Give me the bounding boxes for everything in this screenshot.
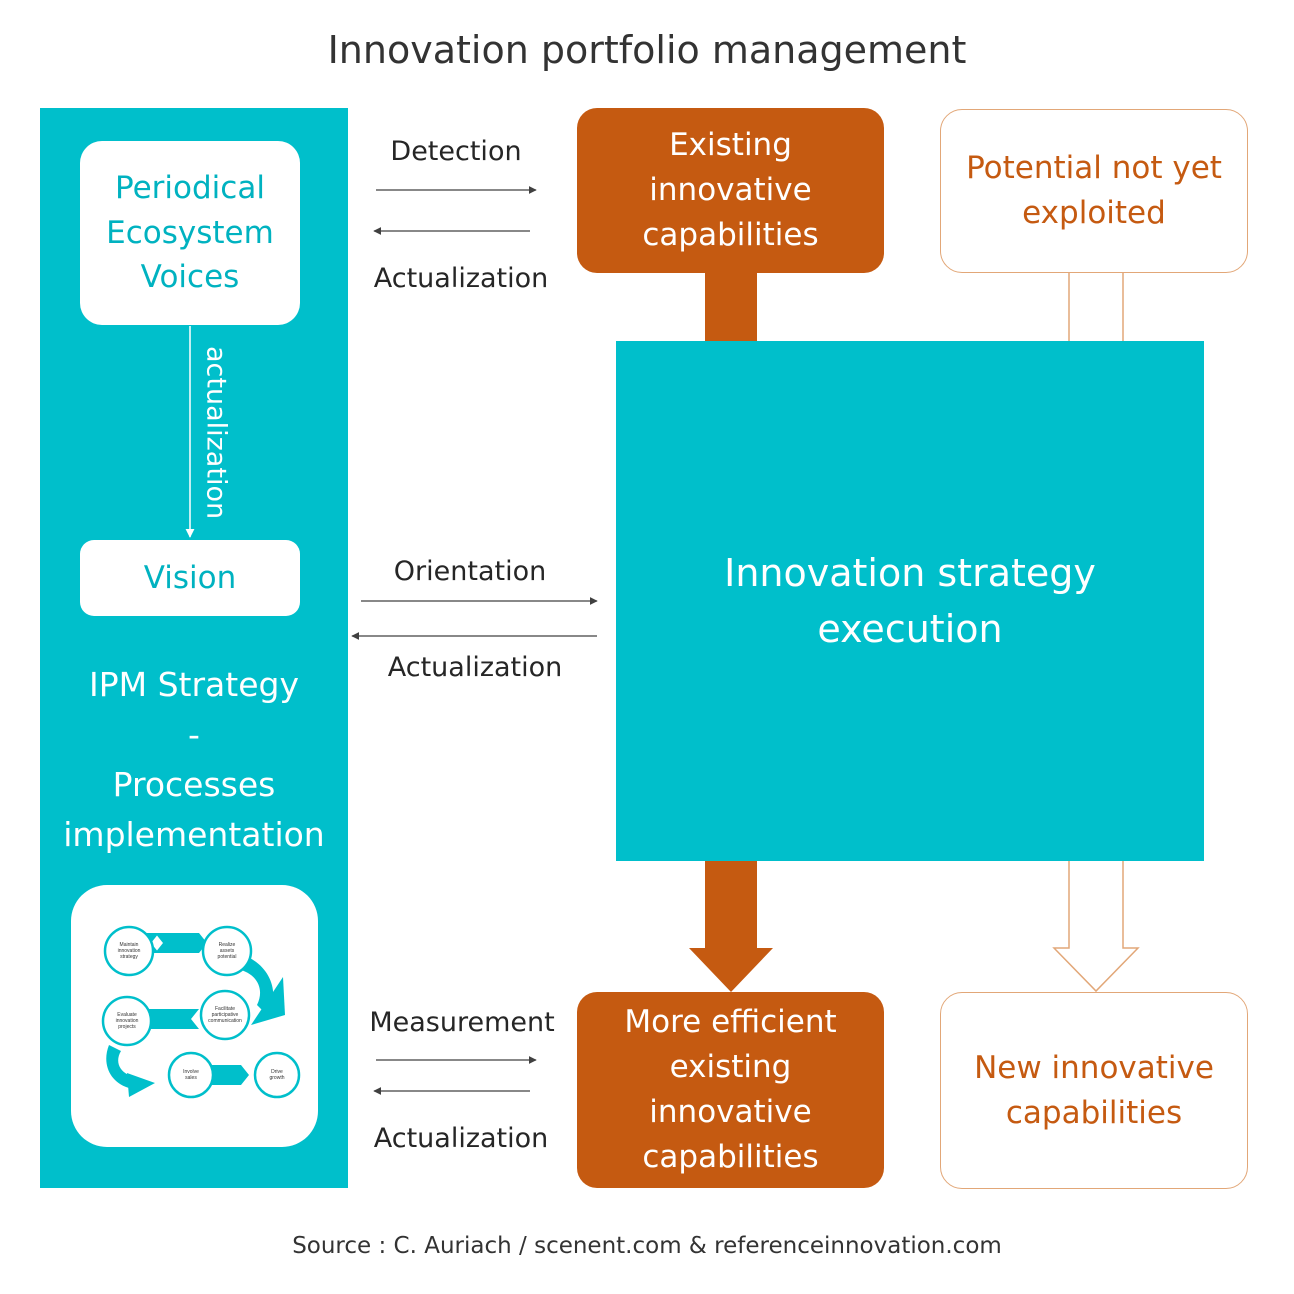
efficient-line: capabilities bbox=[642, 1138, 819, 1175]
process-step-label: Realize bbox=[219, 942, 236, 948]
innovation-strategy-execution-box: Innovation strategy execution bbox=[616, 341, 1204, 861]
execution-to-new-hollow-arrow bbox=[1052, 861, 1140, 993]
efficient-line: More efficient bbox=[624, 1004, 837, 1041]
middle-actualization-label: Actualization bbox=[387, 652, 563, 683]
process-step-label: Involve bbox=[183, 1069, 199, 1075]
process-step-label: innovation bbox=[116, 1018, 139, 1024]
process-step-label: sales bbox=[185, 1075, 197, 1081]
process-step-label: projects bbox=[118, 1024, 136, 1030]
source-caption: Source : C. Auriach / scenent.com & refe… bbox=[292, 1233, 1002, 1259]
process-step-circle bbox=[201, 925, 253, 977]
process-step-label: participative bbox=[212, 1012, 239, 1018]
diagram-title: Innovation portfolio management bbox=[327, 28, 967, 72]
existing-line: capabilities bbox=[642, 216, 819, 253]
process-step-label: Maintain bbox=[120, 942, 139, 948]
orientation-label: Orientation bbox=[393, 556, 547, 587]
process-step-label: growth bbox=[269, 1075, 284, 1081]
process-step-label: Evaluate bbox=[117, 1012, 137, 1018]
potential-line: Potential not yet bbox=[966, 150, 1222, 187]
chevron-arrow-icon bbox=[127, 1073, 155, 1097]
efficient-line: innovative bbox=[649, 1094, 812, 1130]
existing-line: innovative bbox=[649, 172, 812, 209]
voices-line: Voices bbox=[140, 259, 240, 296]
strategy-line: Processes bbox=[112, 765, 276, 804]
process-step-label: Drive bbox=[271, 1069, 283, 1075]
existing-to-execution-connector bbox=[705, 270, 757, 345]
chevron-arrow-icon bbox=[179, 933, 207, 953]
new-line: New innovative bbox=[974, 1049, 1214, 1086]
existing-line: Existing bbox=[669, 127, 792, 164]
execution-line: execution bbox=[817, 607, 1003, 651]
detection-label: Detection bbox=[390, 136, 522, 167]
strategy-line: - bbox=[188, 715, 200, 754]
process-step-circle bbox=[253, 1051, 301, 1099]
potential-to-execution-connector bbox=[1068, 272, 1124, 341]
execution-line: Innovation strategy bbox=[724, 551, 1096, 595]
chevron-arrow-icon bbox=[251, 977, 285, 1025]
strategy-line: implementation bbox=[63, 815, 325, 854]
voices-line: Periodical bbox=[115, 169, 265, 206]
vertical-actualization-text: actualization bbox=[200, 345, 232, 520]
new-innovative-capabilities-box: New innovative capabilities bbox=[940, 992, 1248, 1189]
existing-capabilities-box: Existing innovative capabilities bbox=[577, 108, 884, 273]
process-step-label: potential bbox=[218, 954, 237, 960]
potential-not-exploited-box: Potential not yet exploited bbox=[940, 109, 1248, 273]
new-line: capabilities bbox=[1005, 1094, 1183, 1131]
process-step-label: communication bbox=[208, 1018, 242, 1024]
vertical-actualization-label: actualization bbox=[196, 345, 236, 520]
top-actualization-label: Actualization bbox=[373, 263, 549, 294]
process-step-label: assets bbox=[220, 948, 235, 954]
process-step-circle bbox=[101, 995, 153, 1047]
measurement-label: Measurement bbox=[369, 1007, 555, 1038]
potential-line: exploited bbox=[1022, 195, 1166, 231]
curve-arrow-icon bbox=[106, 1045, 133, 1089]
process-step-circle bbox=[167, 1051, 215, 1099]
curve-arrow-icon bbox=[237, 955, 274, 1015]
voices-line: Ecosystem bbox=[106, 214, 274, 251]
bottom-actualization-label: Actualization bbox=[373, 1123, 549, 1154]
process-step-circle bbox=[103, 925, 155, 977]
process-step-label: innovation bbox=[118, 948, 141, 954]
efficient-line: existing bbox=[669, 1049, 792, 1086]
ipm-strategy-text: IPM Strategy - Processes implementation bbox=[40, 660, 348, 860]
chevron-arrow-icon bbox=[155, 933, 191, 953]
process-cycle-diagram: Maintain innovation strategy Realize ass… bbox=[101, 925, 301, 1099]
process-step-label: Facilitate bbox=[215, 1006, 235, 1012]
execution-to-efficient-arrow bbox=[689, 858, 773, 992]
process-step-label: strategy bbox=[120, 954, 138, 960]
vision-box: Vision bbox=[80, 540, 300, 616]
process-cycle-box: Maintain innovation strategy Realize ass… bbox=[71, 885, 318, 1147]
chevron-arrow-icon bbox=[163, 1009, 199, 1029]
periodical-ecosystem-voices-box: Periodical Ecosystem Voices bbox=[80, 141, 300, 325]
process-step-circle bbox=[199, 989, 251, 1041]
more-efficient-capabilities-box: More efficient existing innovative capab… bbox=[577, 992, 884, 1188]
vision-label: Vision bbox=[143, 560, 237, 596]
strategy-line: IPM Strategy bbox=[89, 665, 299, 704]
